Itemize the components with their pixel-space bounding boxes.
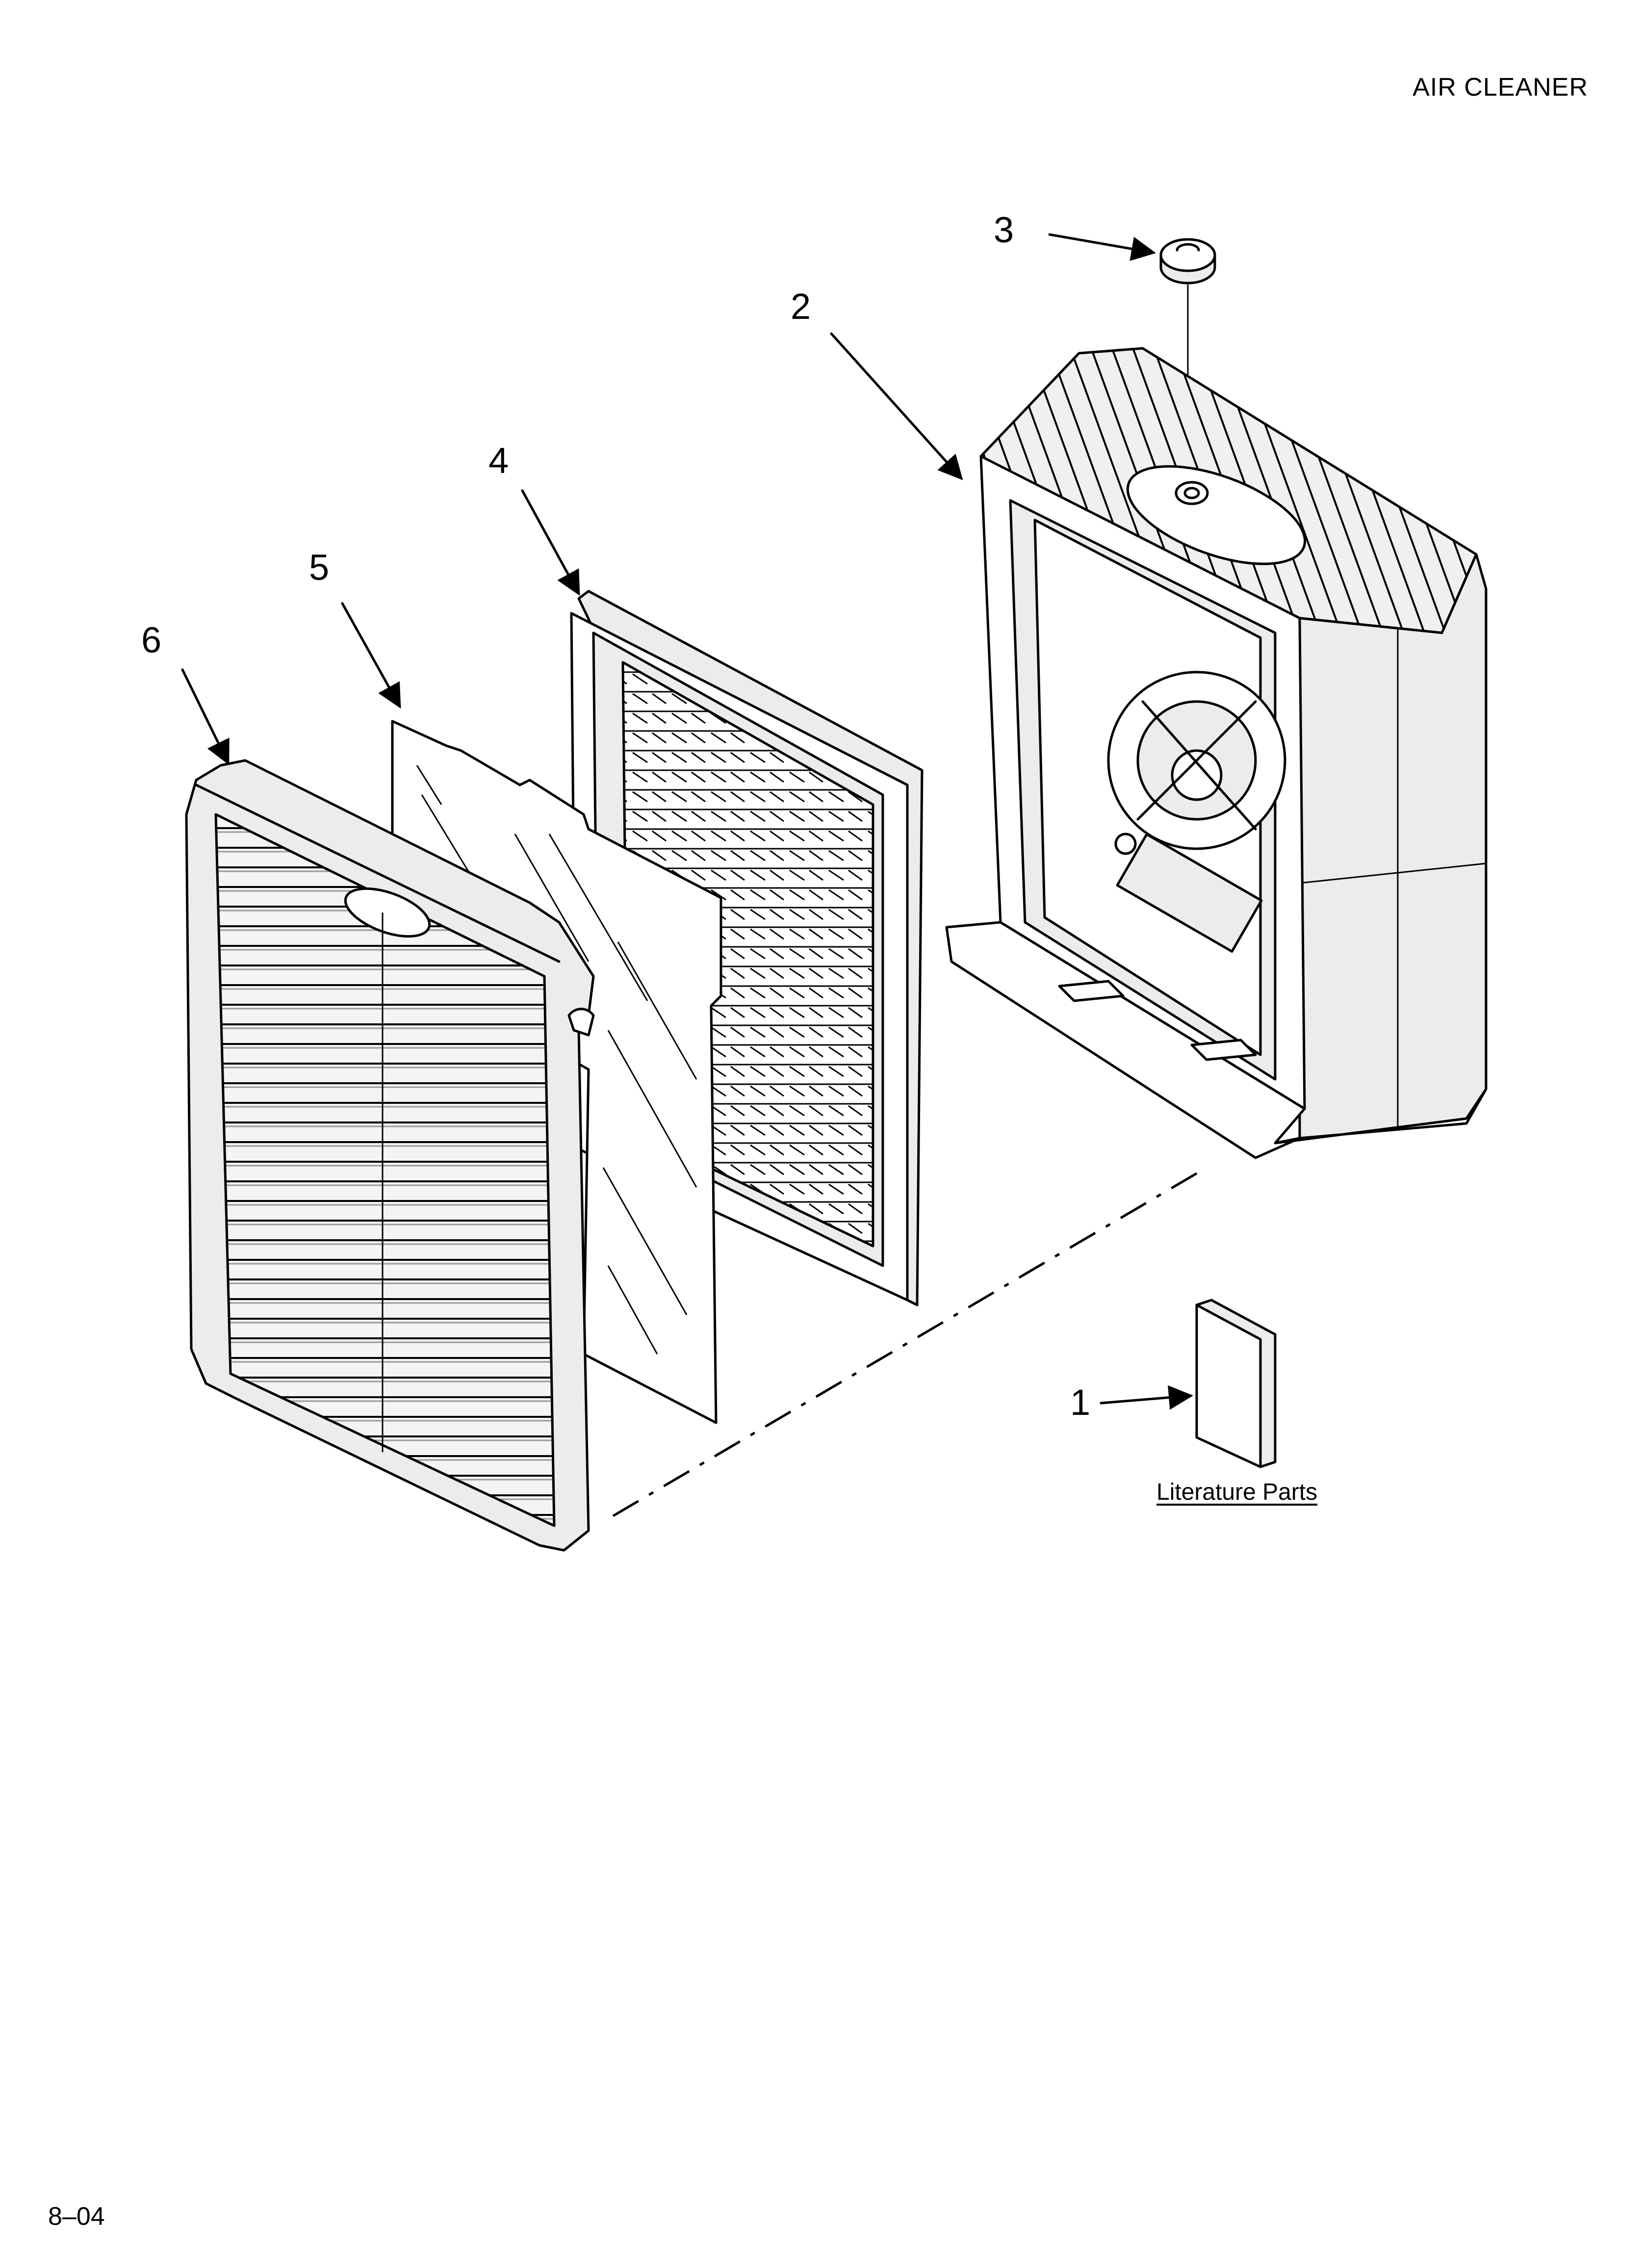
part-2-housing — [945, 347, 1488, 1159]
leader-arrow-4 — [521, 489, 580, 596]
callout-2: 2 — [791, 286, 811, 327]
callout-6: 6 — [141, 620, 162, 660]
footer-revision-code: 8–04 — [48, 2202, 105, 2231]
leader-arrows — [181, 233, 1193, 1410]
leader-arrow-5 — [341, 602, 401, 709]
leader-arrow-3 — [1048, 233, 1156, 261]
literature-parts-label: Literature Parts — [1156, 1479, 1318, 1505]
leader-arrow-1 — [1100, 1385, 1193, 1410]
part-6-front-grille — [185, 759, 595, 1552]
callout-1: 1 — [1070, 1382, 1091, 1423]
diagram-title: AIR CLEANER — [1412, 73, 1588, 102]
leader-arrow-6 — [181, 668, 230, 765]
callout-4: 4 — [488, 440, 509, 481]
part-1-literature-booklet — [1195, 1299, 1277, 1468]
assembly-line — [612, 1166, 1207, 1517]
callout-5: 5 — [309, 547, 330, 588]
leader-arrow-2 — [830, 332, 963, 480]
callout-3: 3 — [994, 209, 1014, 250]
fan-assembly — [1107, 671, 1286, 953]
